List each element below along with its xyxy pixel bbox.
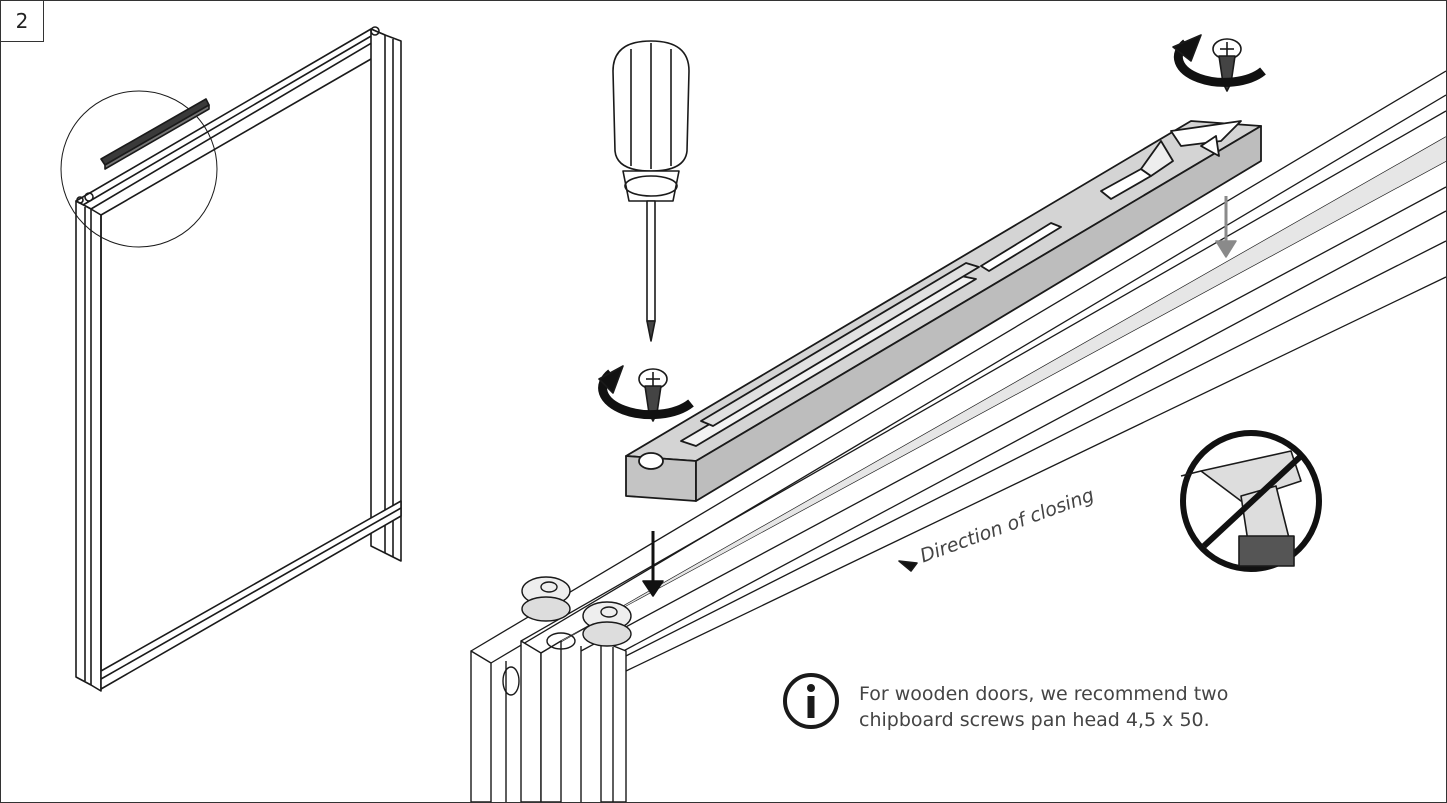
rotate-arrow-icon [1172, 34, 1266, 87]
step-number: 2 [1, 1, 44, 42]
door-profile-bottom [470, 576, 632, 802]
no-drill-icon [1180, 430, 1322, 572]
door-overview [60, 26, 402, 692]
soft-close-damper [625, 120, 1262, 502]
insert-arrow-left [642, 531, 664, 597]
note-line-2: chipboard screws pan head 4,5 x 50. [859, 709, 1210, 731]
top-rail-profile [470, 70, 1446, 672]
screwdriver-icon [612, 40, 690, 342]
rotate-arrow-icon [598, 365, 694, 420]
insert-arrow-right [1215, 196, 1237, 258]
info-circle-icon [783, 673, 839, 729]
info-note: For wooden doors, we recommend two chipb… [781, 671, 1228, 741]
note-text: For wooden doors, we recommend two chipb… [859, 681, 1228, 733]
note-line-1: For wooden doors, we recommend two [859, 683, 1229, 705]
direction-arrow [898, 560, 918, 572]
